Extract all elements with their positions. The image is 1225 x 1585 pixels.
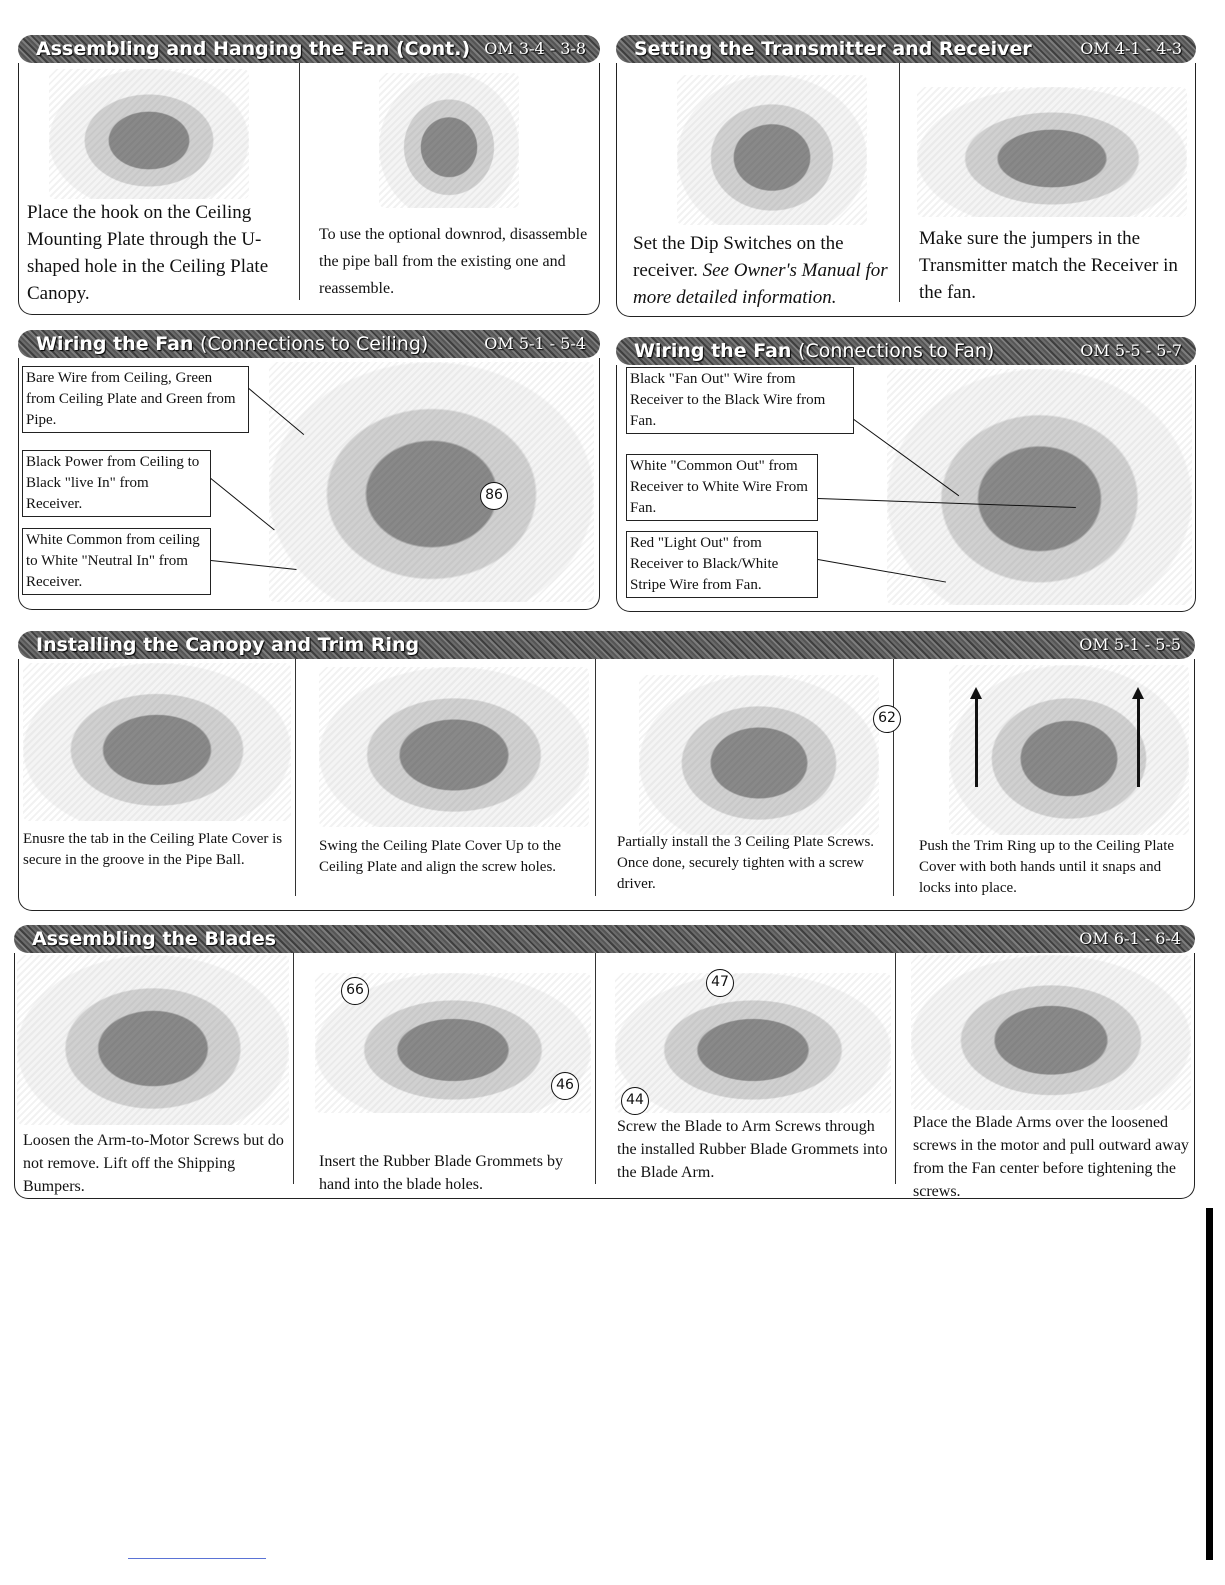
illustration-ceiling-screws	[639, 675, 879, 835]
step-caption: Enusre the tab in the Ceiling Plate Cove…	[23, 831, 283, 868]
section-reference: OM 6-1 - 6-4	[1079, 929, 1181, 948]
panel-divider	[899, 63, 900, 302]
section-header-wiring-fan: Wiring the Fan (Connections to Fan) OM 5…	[616, 337, 1196, 365]
panel-canopy: Enusre the tab in the Ceiling Plate Cove…	[18, 659, 1195, 911]
wire-label-fan-out: Black "Fan Out" Wire from Receiver to th…	[626, 367, 854, 434]
illustration-motor-screws	[17, 955, 289, 1125]
caption-italic: See Owner's Manual for more detailed inf…	[633, 260, 888, 308]
part-number-badge: 44	[621, 1087, 649, 1115]
panel-divider	[595, 659, 596, 896]
illustration-blade-arms-motor	[911, 955, 1191, 1110]
illustration-dip-switches	[677, 75, 867, 225]
step-caption: Set the Dip Switches on the receiver. Se…	[633, 230, 895, 311]
step-caption: To use the optional downrod, disassemble…	[319, 226, 588, 297]
wire-label-light-out: Red "Light Out" from Receiver to Black/W…	[626, 531, 818, 598]
section-reference: OM 5-5 - 5-7	[1080, 341, 1182, 360]
step-caption: Place the hook on the Ceiling Mounting P…	[27, 202, 269, 304]
wire-label-black: Black Power from Ceiling to Black "live …	[22, 450, 211, 517]
illustration-swing-cover	[319, 667, 589, 827]
section-title: Assembling and Hanging the Fan (Cont.)	[36, 38, 471, 60]
section-header-canopy: Installing the Canopy and Trim Ring OM 5…	[18, 631, 1195, 659]
panel-assembling: Place the hook on the Ceiling Mounting P…	[18, 63, 600, 315]
part-number-badge: 47	[706, 969, 734, 997]
scan-underline-mark	[128, 1558, 266, 1559]
illustration-trim-ring	[949, 665, 1189, 835]
up-arrow-icon	[1132, 687, 1144, 787]
section-title: Assembling the Blades	[32, 928, 277, 950]
section-title: Wiring the Fan	[36, 333, 194, 355]
illustration-hook-canopy	[49, 69, 249, 199]
step-caption: Make sure the jumpers in the Transmitter…	[919, 228, 1178, 303]
illustration-downrod	[379, 73, 519, 208]
pointer-arrow	[210, 478, 275, 531]
illustration-fan-wiring	[887, 369, 1192, 605]
section-reference: OM 5-1 - 5-5	[1079, 635, 1181, 654]
illustration-ceiling-wiring	[269, 362, 594, 602]
panel-blades: Loosen the Arm-to-Motor Screws but do no…	[14, 953, 1195, 1199]
panel-wiring-fan: Black "Fan Out" Wire from Receiver to th…	[616, 365, 1196, 612]
panel-divider	[299, 63, 300, 300]
step-caption: Partially install the 3 Ceiling Plate Sc…	[617, 834, 875, 892]
panel-divider	[295, 659, 296, 896]
illustration-blade-arm	[615, 973, 891, 1113]
panel-transmitter: Set the Dip Switches on the receiver. Se…	[616, 63, 1196, 317]
section-title: Installing the Canopy and Trim Ring	[36, 634, 420, 656]
section-header-blades: Assembling the Blades OM 6-1 - 6-4	[14, 925, 1195, 953]
step-caption: Loosen the Arm-to-Motor Screws but do no…	[23, 1132, 284, 1195]
part-number-badge: 62	[873, 705, 901, 733]
section-header-assembling: Assembling and Hanging the Fan (Cont.) O…	[18, 35, 600, 63]
section-title: Wiring the Fan	[634, 340, 792, 362]
part-number-badge: 46	[551, 1072, 579, 1100]
wire-label-bare: Bare Wire from Ceiling, Green from Ceili…	[22, 366, 249, 433]
illustration-jumpers	[917, 87, 1187, 217]
section-reference: OM 3-4 - 3-8	[484, 39, 586, 58]
section-subtitle: (Connections to Fan)	[798, 340, 995, 362]
step-caption: Swing the Ceiling Plate Cover Up to the …	[319, 838, 562, 875]
scan-edge-bar	[1206, 1208, 1213, 1560]
step-caption: Place the Blade Arms over the loosened s…	[913, 1114, 1189, 1199]
section-header-transmitter: Setting the Transmitter and Receiver OM …	[616, 35, 1196, 63]
caption-plain: Set the Dip Switches on the receiver.	[633, 233, 844, 281]
step-caption: Screw the Blade to Arm Screws through th…	[617, 1118, 888, 1181]
panel-divider	[893, 659, 894, 896]
part-number-badge: 66	[341, 977, 369, 1005]
wire-label-white: White Common from ceiling to White "Neut…	[22, 528, 211, 595]
section-reference: OM 4-1 - 4-3	[1080, 39, 1182, 58]
illustration-pipe-ball	[23, 663, 291, 821]
section-title: Setting the Transmitter and Receiver	[634, 38, 1032, 60]
panel-wiring-ceiling: 86 Bare Wire from Ceiling, Green from Ce…	[18, 358, 600, 610]
panel-divider	[293, 953, 294, 1184]
step-caption: Push the Trim Ring up to the Ceiling Pla…	[919, 838, 1175, 896]
section-subtitle: (Connections to Ceiling)	[200, 333, 429, 355]
panel-divider	[595, 953, 596, 1184]
section-reference: OM 5-1 - 5-4	[484, 334, 586, 353]
wire-label-common-out: White "Common Out" from Receiver to Whit…	[626, 454, 818, 521]
panel-divider	[895, 953, 896, 1184]
part-number-badge: 86	[480, 482, 508, 510]
section-header-wiring-ceiling: Wiring the Fan (Connections to Ceiling) …	[18, 330, 600, 358]
up-arrow-icon	[970, 687, 982, 787]
step-caption: Insert the Rubber Blade Grommets by hand…	[319, 1153, 563, 1193]
